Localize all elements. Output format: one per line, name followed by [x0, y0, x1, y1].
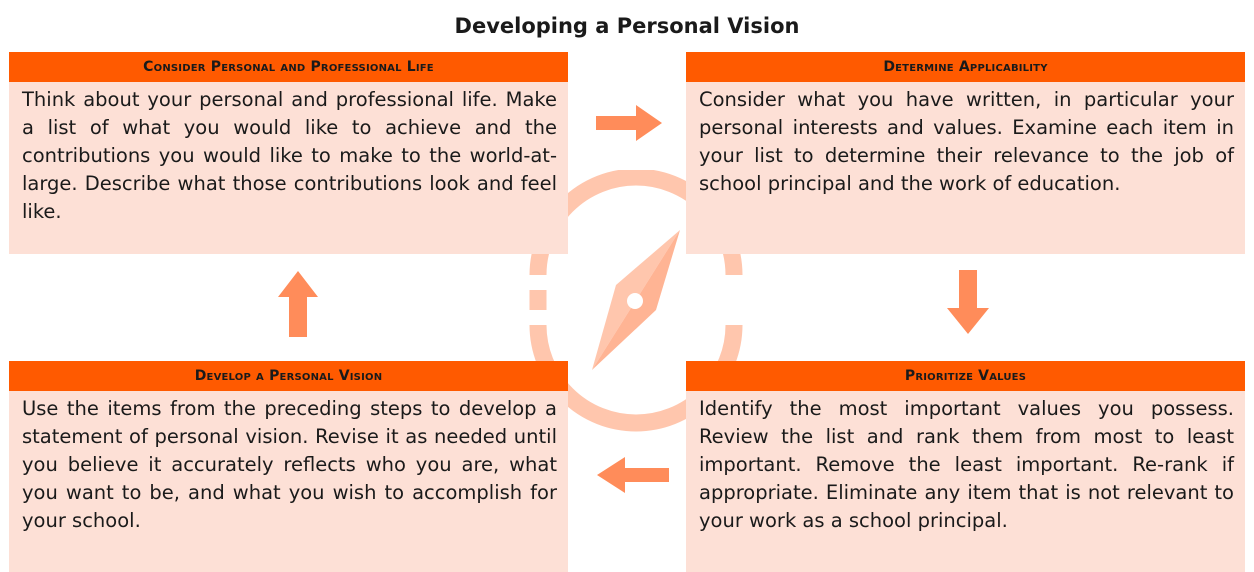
step-develop-vision: Develop a Personal Vision Use the items … — [9, 361, 568, 572]
arrow-up-icon — [278, 271, 318, 337]
compass-pivot — [627, 293, 643, 309]
step-prioritize-values: Prioritize Values Identify the most impo… — [686, 361, 1245, 572]
step-text: Use the items from the preceding steps t… — [9, 391, 568, 572]
step-text: Consider what you have written, in parti… — [686, 82, 1245, 254]
arrow-left-icon — [597, 457, 669, 493]
step-determine-applicability: Determine Applicability Consider what yo… — [686, 52, 1245, 254]
arrow-right-icon — [596, 105, 662, 141]
step-text: Identify the most important values you p… — [686, 391, 1245, 572]
step-heading: Consider Personal and Professional Life — [9, 52, 568, 82]
step-heading: Develop a Personal Vision — [9, 361, 568, 391]
step-heading: Prioritize Values — [686, 361, 1245, 391]
step-text: Think about your personal and profession… — [9, 82, 568, 254]
diagram-title: Developing a Personal Vision — [454, 14, 800, 38]
step-consider-life: Consider Personal and Professional Life … — [9, 52, 568, 254]
step-heading: Determine Applicability — [686, 52, 1245, 82]
arrow-down-icon — [947, 270, 989, 334]
